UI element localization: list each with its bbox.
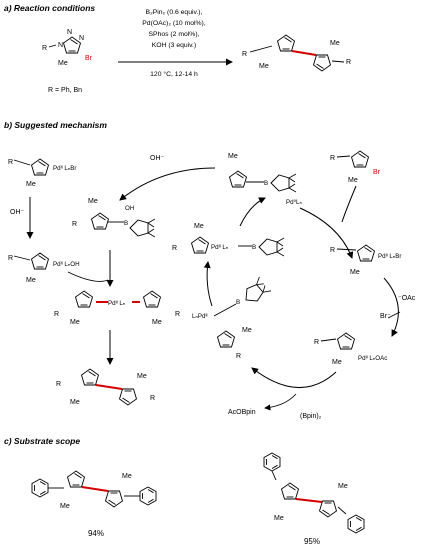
svg-text:Me: Me: [348, 177, 358, 184]
arrow-to-ate-complex: [119, 167, 216, 201]
svg-text:Me: Me: [26, 277, 36, 284]
byproduct-acobpin: AcOBpin: [228, 409, 256, 416]
product-phenyl: Me Me: [31, 470, 157, 510]
product-bitriazole: R Me Me R: [242, 34, 351, 72]
svg-text:120 °C, 12-14 h: 120 °C, 12-14 h: [150, 70, 198, 78]
svg-text:R: R: [330, 247, 335, 254]
svg-text:Me: Me: [332, 359, 342, 366]
svg-text:Br: Br: [373, 169, 381, 176]
pd0-catalyst: Pd⁰Lₙ: [286, 199, 302, 206]
svg-text:Pdᴵᴵ LₙBr: Pdᴵᴵ LₙBr: [53, 165, 76, 172]
r-definition: R = Ph, Bn: [48, 87, 82, 94]
svg-text:N: N: [67, 29, 72, 36]
svg-text:OH⁻: OH⁻: [150, 155, 165, 162]
arrow-acetate-exchange: [383, 277, 399, 337]
arrow-substrate-entry: [341, 185, 357, 223]
svg-text:Br⁻: Br⁻: [380, 313, 391, 320]
svg-text:⁻OAc: ⁻OAc: [398, 295, 416, 302]
svg-text:OH⁻: OH⁻: [10, 209, 25, 216]
aryl-pd-acetate: R Me Pdᴵᴵ LₙOAc: [314, 332, 387, 366]
section-a-title: a) Reaction conditions: [4, 3, 95, 13]
svg-text:Me: Me: [58, 60, 68, 67]
substrate-bromotriazole: R N N N Me Br: [42, 29, 93, 67]
borylated-triazole: Me B: [228, 153, 297, 193]
svg-text:N: N: [79, 35, 84, 42]
svg-text:B: B: [124, 220, 128, 227]
svg-text:Me: Me: [152, 319, 162, 326]
aryl-pd-boryl: R Me Pdᴵᴵ Lₙ B: [172, 223, 285, 257]
yield-benzyl: 95%: [304, 537, 320, 546]
svg-text:LₙPdᴵᴵ: LₙPdᴵᴵ: [192, 313, 208, 320]
aryl-pd-bromide-right: R Me Pdᴵᴵ LₙBr: [330, 244, 401, 276]
product-benzyl: Me Me: [263, 452, 365, 534]
svg-text:R: R: [346, 59, 351, 66]
arrow-oxidative-addition: [299, 207, 354, 259]
svg-text:B₂Pin₂ (0.6 equiv.),: B₂Pin₂ (0.6 equiv.),: [146, 9, 203, 16]
svg-text:Me: Me: [242, 327, 252, 334]
svg-text:R: R: [175, 311, 180, 318]
svg-text:SPhos (2 mol%),: SPhos (2 mol%),: [149, 31, 200, 38]
svg-text:OH: OH: [125, 205, 134, 212]
svg-text:Me: Me: [26, 181, 36, 188]
svg-text:Br: Br: [85, 55, 93, 62]
svg-text:R: R: [330, 155, 335, 162]
svg-text:Pd(OAc)₂ (10 mol%),: Pd(OAc)₂ (10 mol%),: [142, 20, 206, 27]
svg-text:R: R: [56, 381, 61, 388]
svg-text:R: R: [242, 51, 247, 58]
svg-text:Me: Me: [330, 40, 340, 47]
svg-text:Pdᴵᴵ LₙOAc: Pdᴵᴵ LₙOAc: [358, 355, 387, 362]
section-c-title: c) Substrate scope: [4, 436, 80, 446]
svg-text:Me: Me: [70, 319, 80, 326]
arrow-join: [67, 271, 109, 282]
svg-text:Me: Me: [88, 198, 98, 205]
svg-text:R: R: [236, 353, 241, 360]
svg-text:Me: Me: [122, 473, 132, 480]
boronate-ate-complex: R Me B OH: [72, 198, 156, 238]
pd-boryl-complex: B LₙPdᴵᴵ Me R: [192, 276, 272, 360]
svg-text:Pdᴵᴵ Lₙ: Pdᴵᴵ Lₙ: [211, 244, 229, 251]
svg-text:Me: Me: [228, 153, 238, 160]
yield-phenyl: 94%: [88, 529, 104, 538]
arrow-transmetalation-cycle: [203, 261, 213, 307]
svg-text:Me: Me: [194, 223, 204, 230]
diaryl-palladium: R Me Pdᴵᴵ Lₙ Me R: [54, 290, 180, 326]
reagent-bpin2: (Bpin)₂: [300, 413, 322, 420]
svg-text:KOH (3 equiv.): KOH (3 equiv.): [152, 42, 196, 49]
svg-text:Me: Me: [60, 503, 70, 510]
svg-text:Pdᴵᴵ Lₙ: Pdᴵᴵ Lₙ: [108, 300, 126, 307]
svg-text:Me: Me: [137, 373, 147, 380]
svg-text:B: B: [252, 244, 256, 251]
svg-text:Me: Me: [259, 63, 269, 70]
svg-text:B: B: [236, 299, 240, 306]
svg-text:R: R: [8, 255, 13, 262]
mechanism-product: R Me Me R: [56, 368, 155, 406]
aryl-pd-hydroxide: R Me Pdᴵᴵ LₙOH: [8, 252, 80, 284]
svg-text:Me: Me: [70, 399, 80, 406]
svg-text:R: R: [54, 311, 59, 318]
svg-text:R: R: [42, 45, 47, 52]
svg-text:Me: Me: [338, 483, 348, 490]
svg-text:R: R: [150, 395, 155, 402]
arrow-reductive-elimination-boryl: [239, 197, 266, 227]
svg-text:Me: Me: [350, 269, 360, 276]
svg-text:R: R: [72, 221, 77, 228]
svg-text:Pdᴵᴵ LₙOH: Pdᴵᴵ LₙOH: [53, 261, 80, 268]
arrow-borylation: [251, 367, 337, 389]
svg-text:B: B: [264, 180, 268, 187]
svg-text:Pdᴵᴵ LₙBr: Pdᴵᴵ LₙBr: [378, 253, 401, 260]
svg-text:Me: Me: [274, 515, 284, 522]
aryl-pd-bromide-left: R Me Pdᴵᴵ LₙBr: [8, 158, 76, 188]
svg-text:R: R: [314, 339, 319, 346]
svg-text:N: N: [58, 42, 63, 49]
svg-text:R: R: [172, 245, 177, 252]
bromotriazole-right: R Me Br: [330, 150, 381, 184]
svg-text:R: R: [8, 159, 13, 166]
section-b-title: b) Suggested mechanism: [4, 120, 107, 130]
